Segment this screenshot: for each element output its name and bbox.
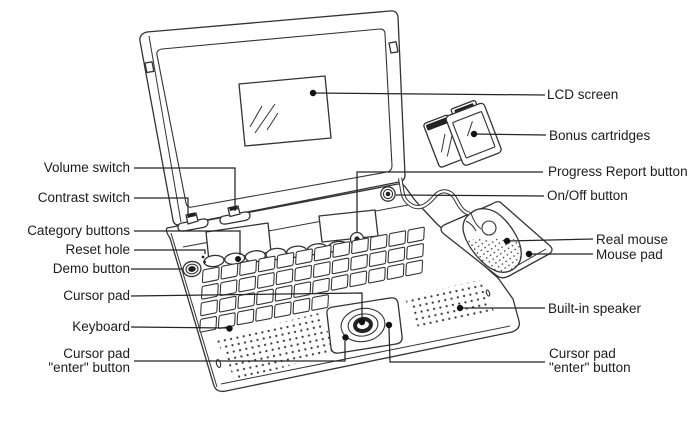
leader-real-mouse	[506, 238, 594, 242]
label-bonus-cartridges: Bonus cartridges	[549, 128, 651, 143]
label-lcd-screen: LCD screen	[547, 87, 619, 102]
label-cursor-pad-enter-left: Cursor pad "enter" button	[48, 346, 130, 375]
label-built-in-speaker: Built-in speaker	[548, 301, 642, 316]
mouse-ball-icon	[481, 220, 497, 236]
mouse-cord	[397, 177, 471, 217]
demo-button	[182, 260, 202, 278]
leader-reset-hole	[134, 249, 206, 254]
leader-on-off	[395, 194, 545, 197]
label-volume-switch: Volume switch	[43, 160, 130, 175]
label-category-buttons: Category buttons	[27, 223, 130, 238]
lid-latch-right-icon	[388, 41, 399, 54]
label-reset-hole: Reset hole	[65, 242, 130, 257]
leader-bonus-cartridges	[473, 133, 547, 136]
leader-progress-report	[356, 171, 543, 232]
leader-volume-switch	[134, 167, 236, 211]
speaker-grill-left	[216, 313, 337, 382]
reset-hole	[201, 255, 206, 264]
leader-category-buttons	[134, 230, 241, 255]
label-cursor-pad: Cursor pad	[63, 288, 130, 303]
cartridge-slot-right	[318, 209, 379, 243]
front-slot-left-icon	[215, 359, 222, 368]
contrast-switch	[177, 212, 209, 232]
volume-switch	[219, 205, 251, 225]
leader-contrast-switch	[134, 197, 189, 218]
label-progress-report-button: Progress Report button	[548, 164, 688, 179]
lid-latch-left-icon	[144, 61, 155, 74]
label-mouse-pad: Mouse pad	[596, 247, 663, 262]
leader-keyboard	[130, 326, 229, 329]
leader-cursor-pad	[130, 292, 363, 318]
label-contrast-switch: Contrast switch	[37, 190, 130, 205]
on-off-button	[380, 186, 396, 202]
leader-enter-right	[388, 327, 545, 363]
lcd-screen	[238, 75, 332, 147]
label-on-off-button: On/Off button	[547, 188, 628, 203]
bonus-cartridges	[423, 99, 502, 168]
leader-enter-left	[134, 341, 346, 362]
label-demo-button: Demo button	[52, 261, 130, 276]
label-keyboard: Keyboard	[72, 319, 130, 334]
label-real-mouse: Real mouse	[596, 232, 669, 247]
front-slot-right-icon	[485, 289, 491, 297]
label-cursor-pad-enter-right: Cursor pad "enter" button	[549, 346, 631, 375]
speaker-grill-right	[404, 280, 494, 329]
leader-lines	[130, 89, 594, 363]
leader-lcd-screen	[312, 92, 546, 96]
